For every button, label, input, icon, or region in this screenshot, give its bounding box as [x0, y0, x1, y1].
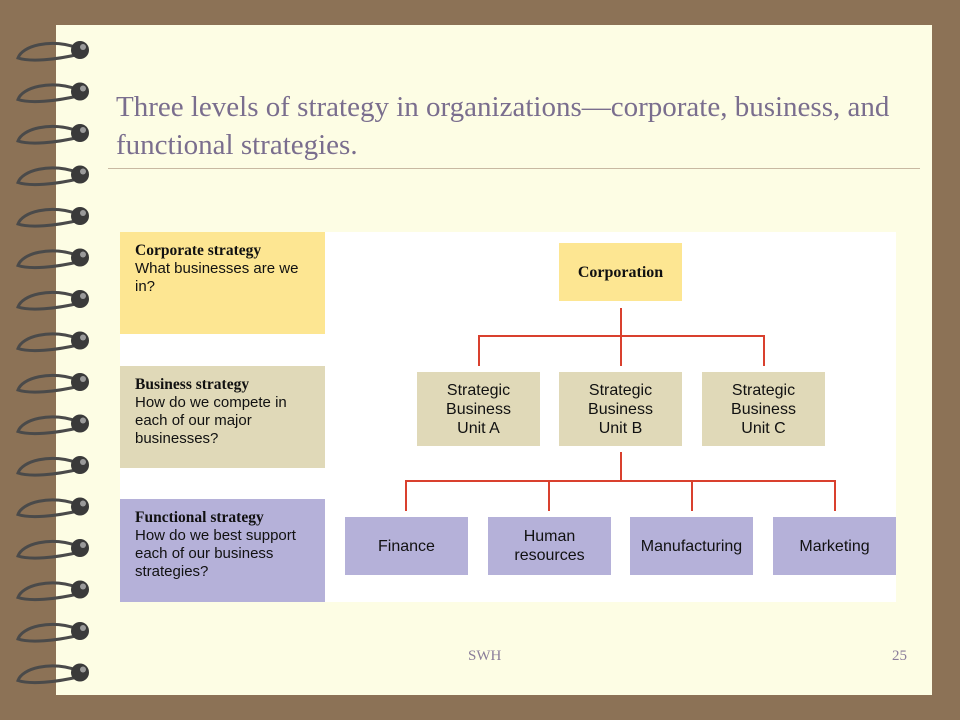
binding-ring	[16, 622, 81, 643]
binding-ring	[16, 664, 81, 685]
business-strategy-box: Business strategy How do we compete in e…	[120, 366, 325, 468]
binding-hole	[71, 373, 89, 391]
binding-hole	[71, 580, 89, 599]
sbu-c-node: Strategic Business Unit C	[702, 372, 825, 446]
binding-hole	[71, 331, 89, 350]
binding-hole-highlight	[80, 334, 86, 341]
binding-ring	[16, 207, 81, 228]
binding-hole	[71, 41, 89, 59]
sbu-b-node: Strategic Business Unit B	[559, 372, 682, 446]
binding-ring	[16, 124, 81, 145]
binding-hole-highlight	[80, 459, 86, 465]
binding-hole-highlight	[80, 168, 86, 175]
binding-hole-highlight	[80, 251, 86, 258]
binding-ring	[16, 249, 81, 270]
binding-ring	[16, 166, 81, 187]
binding-hole-highlight	[80, 210, 86, 216]
title-divider	[108, 168, 920, 169]
binding-hole	[71, 124, 89, 142]
binding-ring	[16, 539, 81, 560]
manufacturing-node: Manufacturing	[630, 517, 753, 575]
binding-hole-highlight	[80, 542, 86, 548]
binding-hole	[71, 82, 89, 101]
binding-hole-highlight	[80, 127, 86, 133]
binding-hole	[71, 622, 89, 640]
spiral-binding	[16, 41, 89, 685]
binding-hole	[71, 248, 89, 267]
binding-hole	[71, 497, 89, 516]
binding-hole	[71, 207, 89, 225]
binding-hole-highlight	[80, 44, 86, 50]
binding-hole	[71, 456, 89, 474]
binding-hole	[71, 539, 89, 557]
binding-hole-highlight	[80, 625, 86, 631]
binding-ring	[16, 415, 81, 436]
binding-hole-highlight	[80, 85, 86, 92]
binding-ring	[16, 581, 81, 602]
binding-ring	[16, 290, 81, 311]
binding-hole	[71, 663, 89, 682]
human-resources-node: Human resources	[488, 517, 611, 575]
binding-ring	[16, 41, 81, 62]
binding-hole-highlight	[80, 417, 86, 424]
corporate-strategy-description: What businesses are we in?	[135, 260, 299, 295]
binding-ring	[16, 373, 81, 394]
binding-hole	[71, 414, 89, 433]
corporate-strategy-box: Corporate strategy What businesses are w…	[120, 232, 325, 334]
slide-title: Three levels of strategy in organization…	[116, 91, 890, 161]
functional-strategy-title: Functional strategy	[135, 509, 264, 526]
binding-hole-highlight	[80, 293, 86, 299]
business-strategy-title: Business strategy	[135, 376, 250, 393]
sbu-a-node: Strategic Business Unit A	[417, 372, 540, 446]
binding-hole-highlight	[80, 666, 86, 673]
page-number: 25	[892, 648, 907, 664]
binding-hole-highlight	[80, 500, 86, 507]
corporation-node: Corporation	[559, 243, 682, 301]
binding-ring	[16, 498, 81, 519]
business-strategy-description: How do we compete in each of our major b…	[135, 394, 287, 447]
binding-hole-highlight	[80, 583, 86, 590]
binding-hole-highlight	[80, 376, 86, 382]
finance-node: Finance	[345, 517, 468, 575]
functional-strategy-description: How do we best support each of our busin…	[135, 527, 296, 580]
binding-hole	[71, 165, 89, 184]
binding-ring	[16, 83, 81, 104]
functional-strategy-box: Functional strategy How do we best suppo…	[120, 499, 325, 602]
footer-author: SWH	[468, 648, 502, 664]
binding-ring	[16, 332, 81, 353]
corporate-strategy-title: Corporate strategy	[135, 242, 262, 259]
binding-hole	[71, 290, 89, 308]
marketing-node: Marketing	[773, 517, 896, 575]
binding-ring	[16, 456, 81, 477]
